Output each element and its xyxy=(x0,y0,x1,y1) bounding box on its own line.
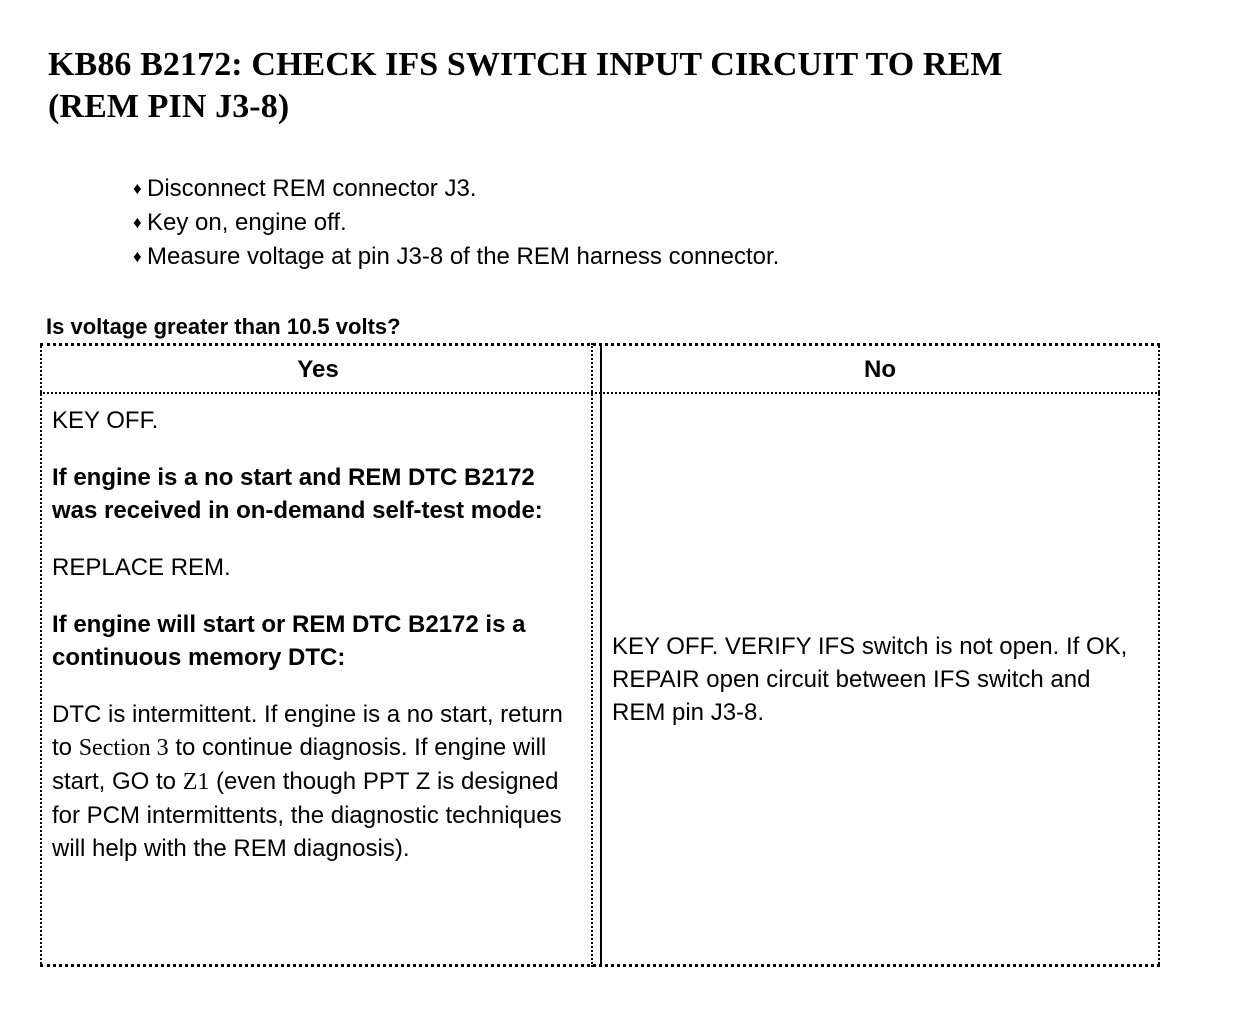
page-title-line-2: (REM PIN J3-8) xyxy=(48,88,290,125)
yes-paragraph-5: DTC is intermittent. If engine is a no s… xyxy=(52,698,586,865)
table-header-no: No xyxy=(864,356,896,383)
table-cell-yes: KEY OFF. If engine is a no start and REM… xyxy=(44,392,592,967)
list-item-label: Disconnect REM connector J3. xyxy=(147,175,477,202)
list-item: ♦ Measure voltage at pin J3-8 of the REM… xyxy=(133,240,1093,274)
no-paragraph-1: KEY OFF. VERIFY IFS switch is not open. … xyxy=(612,633,1128,726)
yes-paragraph-5-part-1: DTC is intermittent. If engine is a no s… xyxy=(52,701,563,761)
yes-paragraph-1: KEY OFF. xyxy=(52,407,159,434)
yes-paragraph-5-emphasis-ppt: Z1 xyxy=(182,769,210,795)
yes-paragraph-5-part-2: to continue diagnosis. If engine will st… xyxy=(52,734,547,795)
table-column-divider-dotted xyxy=(591,343,593,967)
yes-paragraph-4: If engine will start or REM DTC B2172 is… xyxy=(52,611,526,671)
decision-question: Is voltage greater than 10.5 volts? xyxy=(46,314,401,339)
list-item: ♦ Key on, engine off. xyxy=(133,206,1093,240)
table-header-yes: Yes xyxy=(297,356,339,383)
yes-paragraph-5-part-3: (even though PPT Z is designed for PCM i… xyxy=(52,768,562,862)
table-column-divider-solid xyxy=(600,343,602,967)
page-title-line-1: KB86 B2172: CHECK IFS SWITCH INPUT CIRCU… xyxy=(48,46,1003,83)
yes-paragraph-3: REPLACE REM. xyxy=(52,554,231,581)
page-title: KB86 B2172: CHECK IFS SWITCH INPUT CIRCU… xyxy=(48,44,1168,128)
bullet-icon: ♦ xyxy=(133,247,142,266)
list-item: ♦ Disconnect REM connector J3. xyxy=(133,172,1093,206)
yes-paragraph-5-emphasis-section: Section 3 xyxy=(78,735,169,761)
procedure-steps-list: ♦ Disconnect REM connector J3. ♦ Key on,… xyxy=(133,172,1093,274)
list-item-label: Key on, engine off. xyxy=(147,209,347,236)
table-border-right xyxy=(1158,343,1160,967)
bullet-icon: ♦ xyxy=(133,213,142,232)
decision-table: Yes No KEY OFF. If engine is a no start … xyxy=(40,343,1160,967)
bullet-icon: ♦ xyxy=(133,179,142,198)
table-border-left xyxy=(40,343,42,967)
yes-paragraph-2: If engine is a no start and REM DTC B217… xyxy=(52,464,543,524)
list-item-label: Measure voltage at pin J3-8 of the REM h… xyxy=(147,243,780,270)
table-cell-no: KEY OFF. VERIFY IFS switch is not open. … xyxy=(602,392,1158,967)
